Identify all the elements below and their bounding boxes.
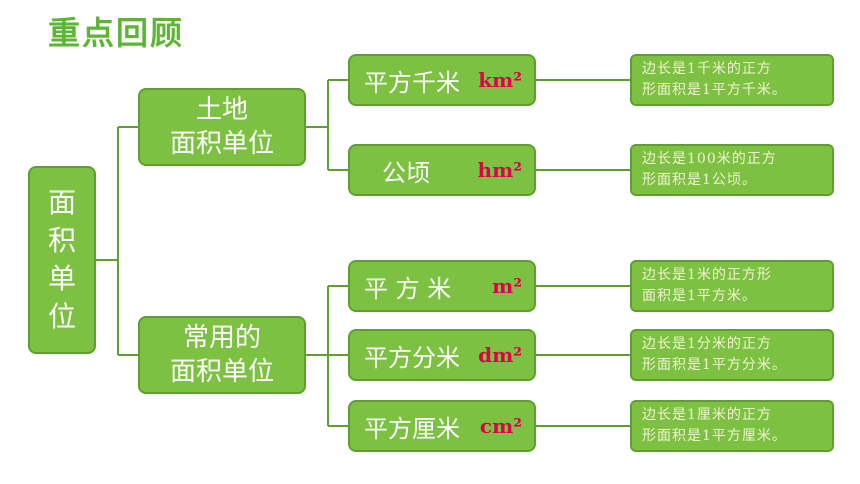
category-line: 常用的 [182,323,261,353]
unit-square-decimeter: 平方分米 dm² [348,329,536,381]
definition-line: 边长是1米的正方形 [642,267,772,283]
unit-abbr: cm² [479,414,522,438]
connector-root-categories [96,126,138,356]
unit-name: 公顷 [382,158,430,187]
definition-line: 边长是1分米的正方 [642,336,772,352]
connector-cat1-units [306,79,348,171]
root-char: 单 [47,262,76,295]
definition-line: 面积是1平方米。 [642,288,757,304]
definition-line: 形面积是1平方分米。 [642,357,787,373]
unit-square-meter: 平 方 米 m² [348,260,536,312]
page-title: 重点回顾 [48,14,185,52]
definition-line: 形面积是1平方厘米。 [642,428,787,444]
connector-cat2-units [306,285,348,427]
definition-line: 形面积是1公顷。 [642,172,757,188]
root-node-area-units: 面 积 单 位 [28,166,96,354]
category-line: 面积单位 [169,357,274,387]
category-line: 面积单位 [169,129,274,159]
definition-line: 边长是100米的正方 [642,151,777,167]
definition-square-decimeter: 边长是1分米的正方 形面积是1平方分米。 [630,329,834,381]
definition-line: 边长是1厘米的正方 [642,407,772,423]
category-line: 土地 [195,95,248,125]
definition-line: 形面积是1平方千米。 [642,82,787,98]
unit-name: 平方分米 [364,343,460,372]
category-common-area-units: 常用的 面积单位 [138,316,306,394]
root-char: 位 [47,300,76,333]
category-land-area-units: 土地 面积单位 [138,88,306,166]
definition-line: 边长是1千米的正方 [642,61,772,77]
unit-abbr: dm² [478,343,522,367]
definition-hectare: 边长是100米的正方 形面积是1公顷。 [630,144,834,196]
definition-square-kilometer: 边长是1千米的正方 形面积是1平方千米。 [630,54,834,106]
unit-square-kilometer: 平方千米 km² [348,54,536,106]
unit-name: 平方厘米 [364,414,460,443]
definition-square-centimeter: 边长是1厘米的正方 形面积是1平方厘米。 [630,400,834,452]
root-char: 积 [47,224,76,257]
unit-name: 平方千米 [364,68,460,97]
unit-abbr: m² [492,274,522,298]
unit-abbr: km² [478,68,522,92]
unit-square-centimeter: 平方厘米 cm² [348,400,536,452]
unit-name: 平 方 米 [364,274,452,303]
root-char: 面 [47,186,76,219]
connector-unit-definitions [536,79,630,427]
unit-hectare: 公顷 hm² [348,144,536,196]
unit-abbr: hm² [477,158,522,182]
definition-square-meter: 边长是1米的正方形 面积是1平方米。 [630,260,834,312]
